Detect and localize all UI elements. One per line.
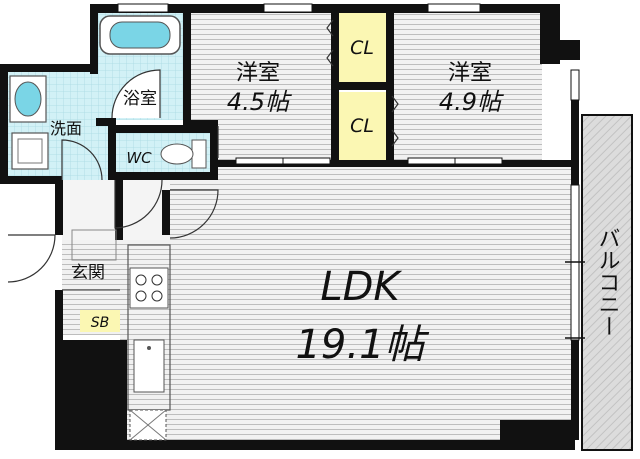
- bathtub-icon: [99, 15, 181, 55]
- entrance-label: 玄関: [71, 263, 105, 283]
- walls: [0, 4, 580, 450]
- pipe-shaft: [71, 229, 117, 261]
- toilet-door: [114, 179, 163, 229]
- western-room-2-size: 4.9帖: [439, 88, 504, 116]
- kitchen-sink-icon: [133, 339, 165, 393]
- balcony-sash-marks: [565, 261, 585, 339]
- stove-icon: [129, 267, 169, 309]
- washroom-label: 洗面: [50, 119, 82, 138]
- shoe-box-floor: [80, 310, 120, 332]
- closet-2-floor: [338, 92, 390, 160]
- western-room-2-name: 洋室: [448, 61, 492, 86]
- balcony-floor: [582, 115, 632, 450]
- balcony-outline: [581, 114, 633, 451]
- closet-2-door: [391, 95, 399, 147]
- washbasin-icon: [9, 75, 47, 123]
- closet-1-floor: [338, 12, 390, 82]
- shoe-box-label: SB: [91, 315, 110, 331]
- western-room-1-size: 4.5帖: [227, 88, 292, 116]
- closet-1-label: CL: [350, 37, 374, 59]
- entrance-door: [7, 234, 56, 283]
- washing-machine-icon: [11, 132, 49, 170]
- ldk-floor: [170, 167, 575, 442]
- room-labels: 洋室 4.5帖 洋室 4.9帖 CL CL 浴室 洗面 WC 玄関 SB LDK…: [50, 37, 620, 368]
- closet-2-label: CL: [350, 115, 374, 137]
- refrigerator-space-icon: [129, 409, 167, 441]
- toilet-icon: [160, 139, 207, 169]
- balcony-label: バルコニー: [595, 227, 620, 337]
- western-room-1-name: 洋室: [236, 61, 280, 86]
- western-room-2-floor: [392, 12, 542, 162]
- toilet-label: WC: [126, 149, 152, 167]
- ldk-entry-door: [169, 189, 219, 239]
- ldk-name: LDK: [320, 264, 402, 310]
- bathroom-label: 浴室: [123, 89, 157, 109]
- closet-1-door: [326, 19, 334, 67]
- washroom-door: [61, 139, 103, 181]
- bathroom-door: [111, 69, 161, 119]
- ldk-size: 19.1帖: [295, 322, 429, 368]
- doors[interactable]: [7, 19, 399, 283]
- sliding-doors[interactable]: [235, 157, 503, 165]
